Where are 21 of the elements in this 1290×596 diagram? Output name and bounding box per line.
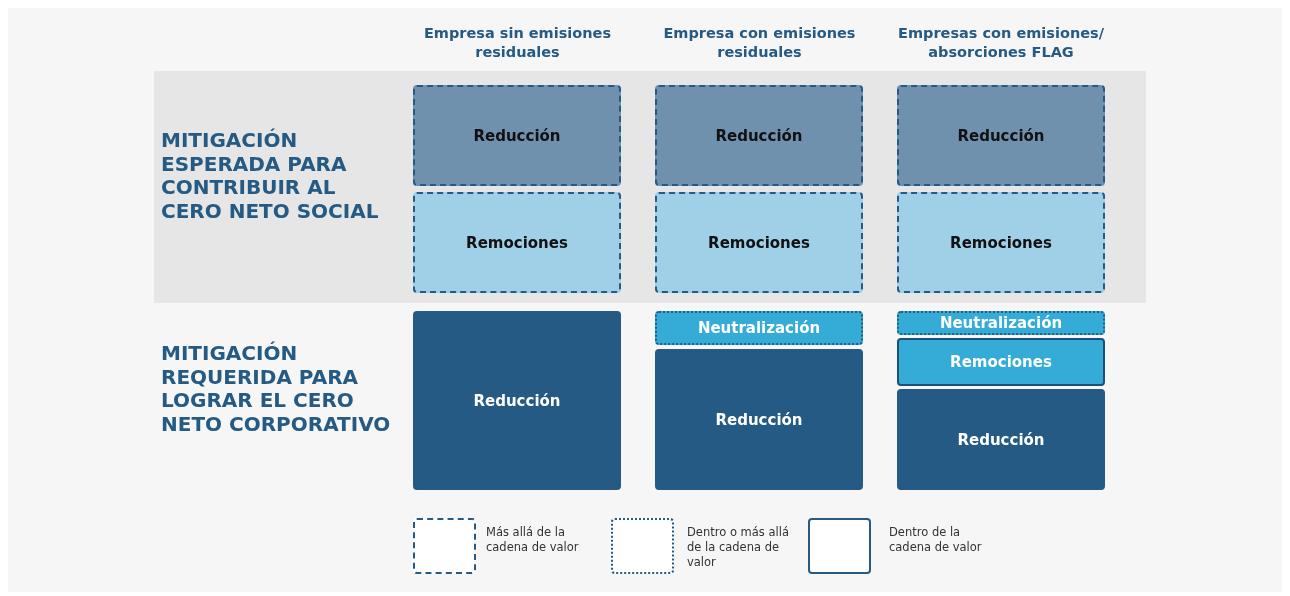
row-band (154, 71, 1146, 303)
row-heading: MITIGACIÓN REQUERIDA PARA LOGRAR EL CERO NETO CORPORATIVO (161, 342, 392, 436)
legend-label: Más allá de la cadena de valor (486, 525, 580, 555)
mitigation-box: Reducción (897, 85, 1105, 186)
legend-label: Dentro o más allá de la cadena de valor (687, 525, 790, 570)
row-heading: MITIGACIÓN ESPERADA PARA CONTRIBUIR AL CERO NETO SOCIAL (161, 129, 380, 223)
mitigation-box: Reducción (655, 349, 863, 490)
mitigation-box: Reducción (413, 311, 621, 490)
column-header: Empresa sin emisiones residuales (422, 24, 613, 62)
mitigation-box: Reducción (897, 389, 1105, 490)
mitigation-box: Reducción (655, 85, 863, 186)
mitigation-box: Neutralización (655, 311, 863, 345)
mitigation-box: Neutralización (897, 311, 1105, 335)
legend-label: Dentro de la cadena de valor (889, 525, 983, 555)
mitigation-box: Reducción (413, 85, 621, 186)
column-header: Empresa con emisiones residuales (662, 24, 857, 62)
mitigation-box: Remociones (655, 192, 863, 293)
mitigation-box: Remociones (413, 192, 621, 293)
mitigation-box: Remociones (897, 338, 1105, 386)
column-header: Empresas con emisiones/ absorciones FLAG (897, 24, 1105, 62)
mitigation-box: Remociones (897, 192, 1105, 293)
